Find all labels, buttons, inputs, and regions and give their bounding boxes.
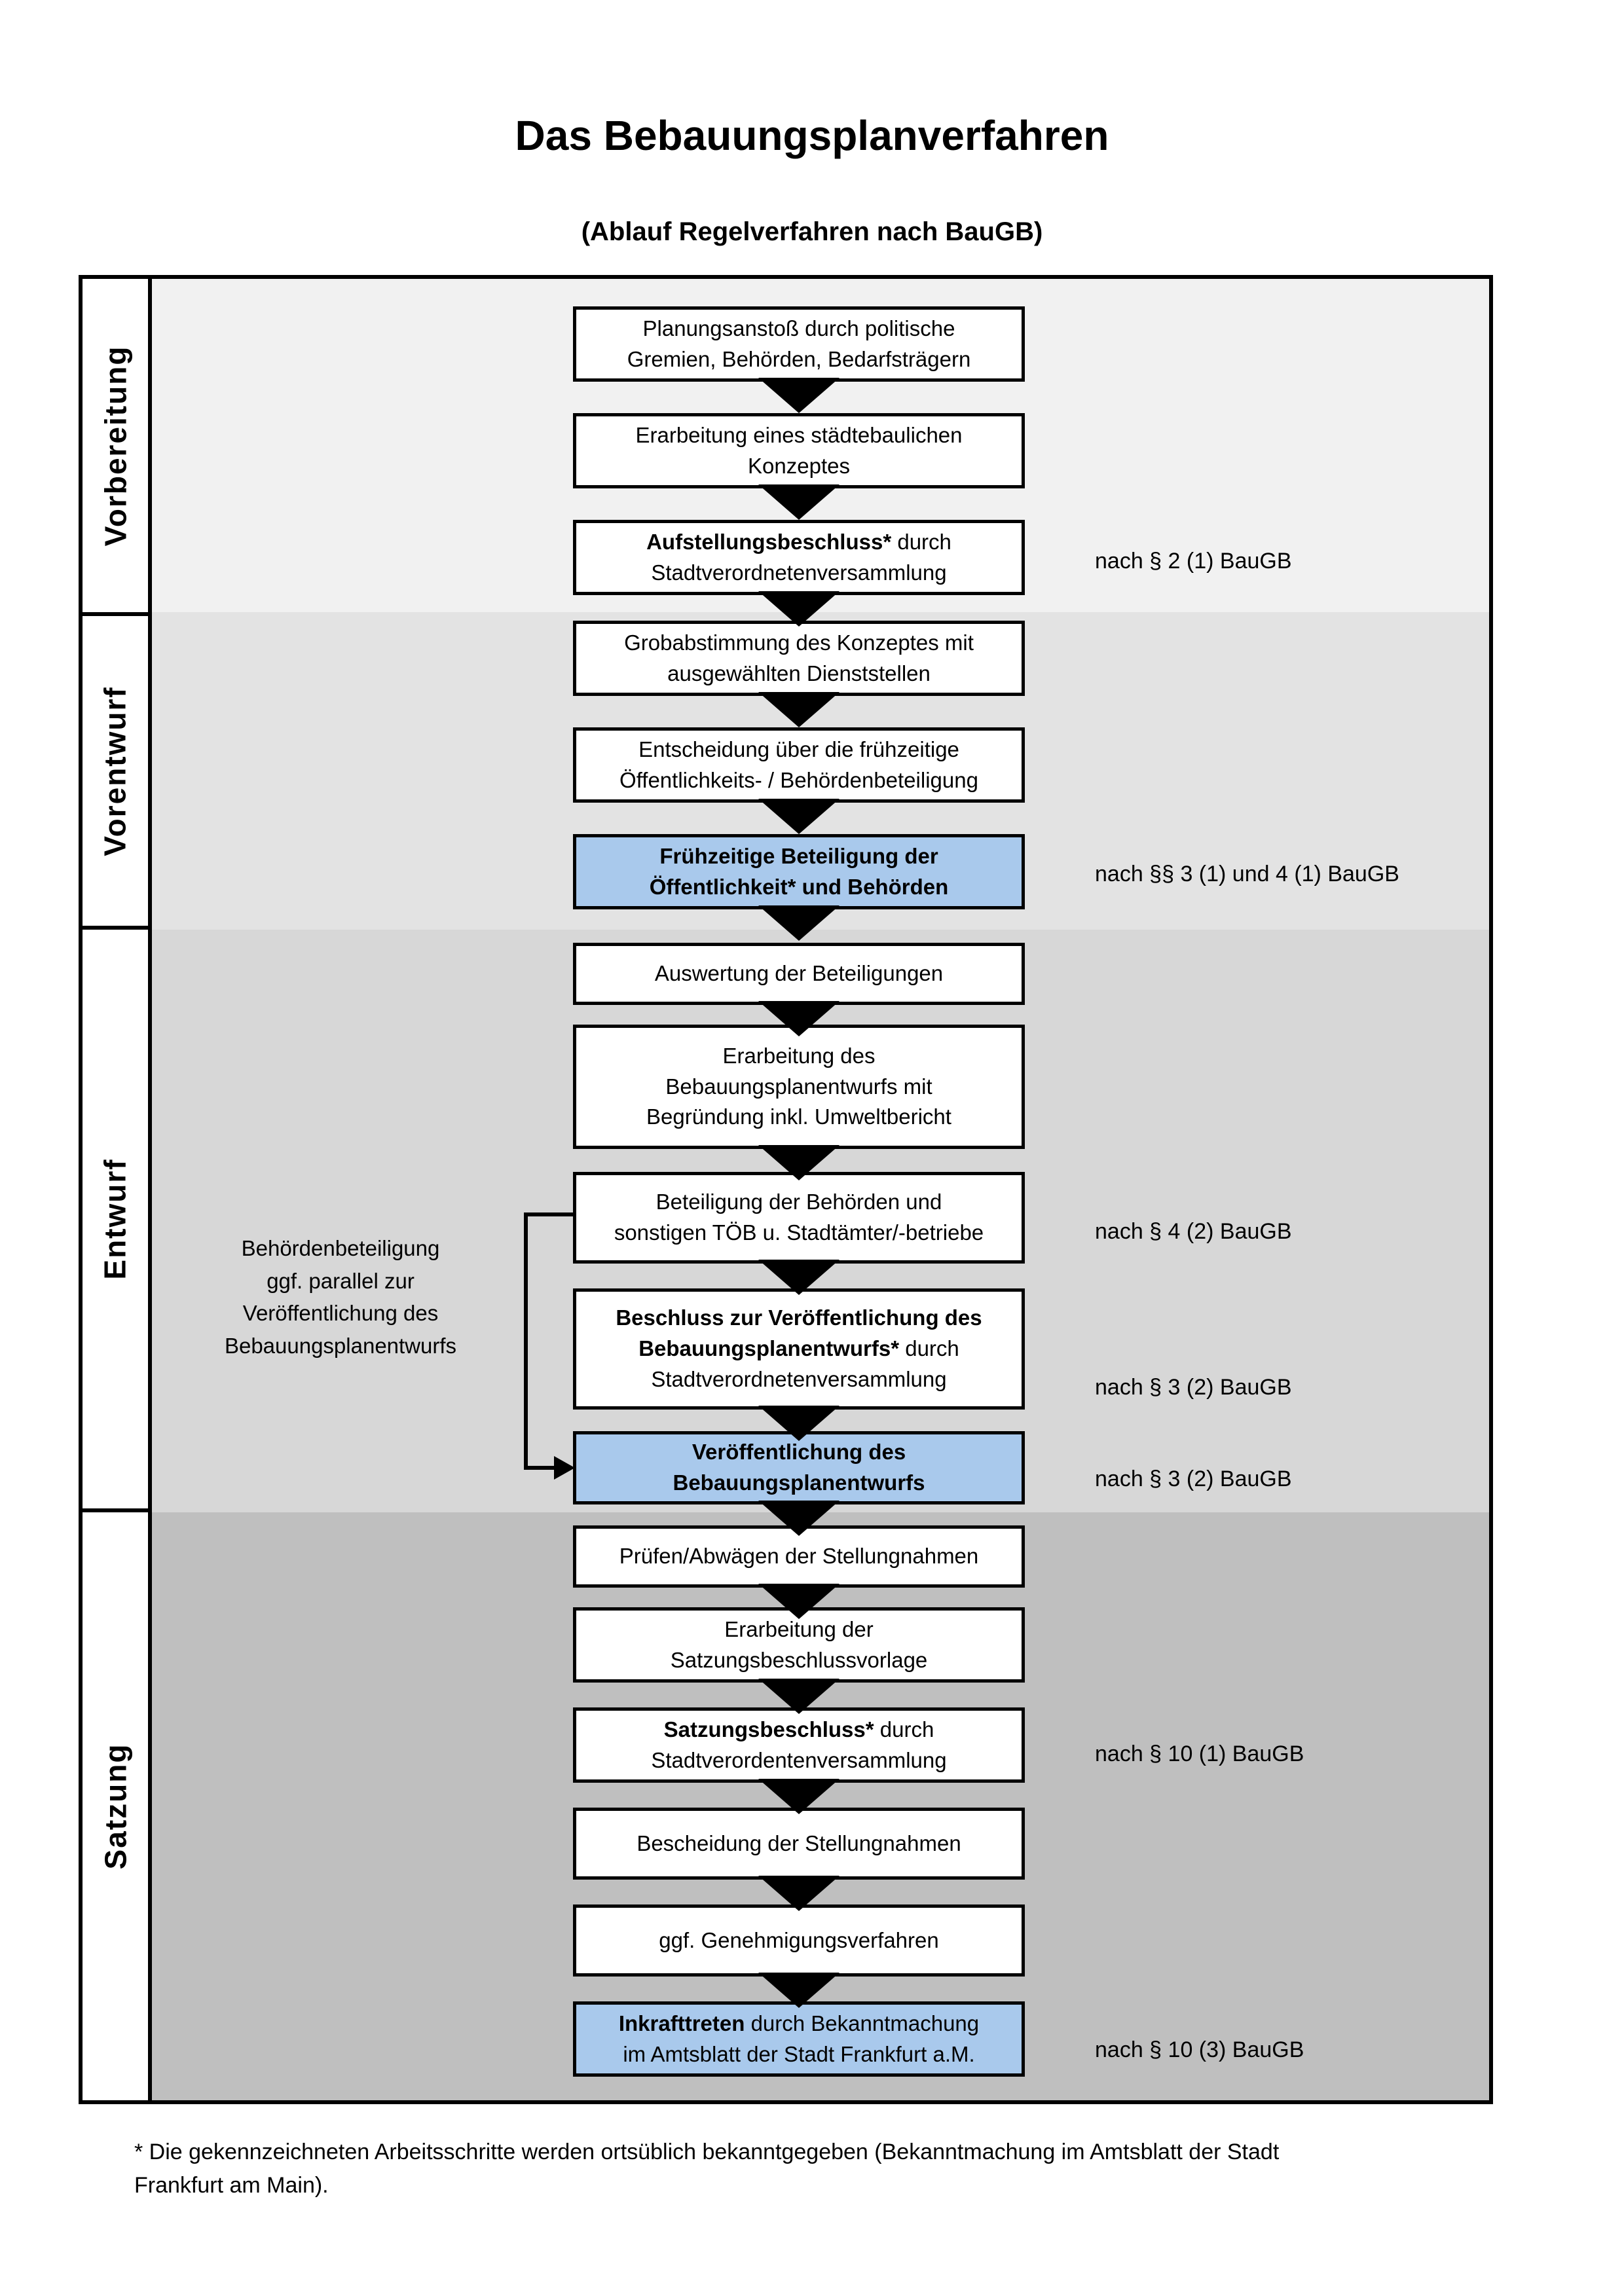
arrow-down-icon [758, 1779, 840, 1814]
bracket-line-top [524, 1212, 575, 1216]
arrow-down-icon [758, 1679, 840, 1714]
flow-box-inkrafttreten: Inkrafttreten durch Bekanntmachung im Am… [573, 2001, 1025, 2077]
flow-box-text: Entscheidung über die frühzeitige Öffent… [619, 737, 978, 792]
flow-box-text: Veröffentlichung des Bebauungsplanentwur… [673, 1440, 925, 1495]
flow-box-planungsanstoss: Planungsanstoß durch politische Gremien,… [573, 306, 1025, 382]
legal-ref-fruehzeitige-beteiligung: nach §§ 3 (1) und 4 (1) BauGB [1095, 862, 1399, 886]
flow-box-text: Erarbeitung des Bebauungsplanentwurfs mi… [646, 1043, 951, 1129]
arrow-down-icon [758, 1260, 840, 1295]
section-label-cell-vorentwurf: Vorentwurf [83, 616, 152, 930]
flow-box-veroeffentlichung: Veröffentlichung des Bebauungsplanentwur… [573, 1431, 1025, 1504]
section-label-entwurf: Entwurf [98, 1158, 133, 1280]
arrow-down-icon [758, 692, 840, 727]
legal-ref-aufstellungsbeschluss: nach § 2 (1) BauGB [1095, 549, 1292, 574]
arrow-down-icon [758, 905, 840, 941]
arrow-down-icon [758, 1876, 840, 1911]
arrow-down-icon [758, 1584, 840, 1619]
flow-box-entscheidung-beteiligung: Entscheidung über die frühzeitige Öffent… [573, 727, 1025, 803]
section-label-vorentwurf: Vorentwurf [98, 685, 132, 856]
flow-box-staedtebauliches-konzept: Erarbeitung eines städtebaulichen Konzep… [573, 413, 1025, 488]
flow-box-text: Auswertung der Beteiligungen [654, 961, 944, 986]
flow-box-text: Erarbeitung eines städtebaulichen Konzep… [635, 422, 963, 478]
flow-box-text: Beteiligung der Behörden und sonstigen T… [614, 1190, 984, 1245]
flow-box-bescheidung: Bescheidung der Stellungnahmen [573, 1808, 1025, 1880]
arrow-down-icon [758, 1001, 840, 1036]
bracket-line-vertical [524, 1212, 528, 1470]
flow-box-text: Beschluss zur Veröffentlichung des Bebau… [616, 1305, 982, 1391]
flow-box-text: Erarbeitung der Satzungsbeschlussvorlage [670, 1616, 928, 1672]
flow-box-beteiligung-behoerden: Beteiligung der Behörden und sonstigen T… [573, 1172, 1025, 1264]
arrow-down-icon [758, 591, 840, 627]
flow-box-aufstellungsbeschluss: Aufstellungsbeschluss* durch Stadtverord… [573, 520, 1025, 595]
flow-box-text: Inkrafttreten durch Bekanntmachung im Am… [618, 2011, 980, 2066]
legal-ref-beteiligung-behoerden: nach § 4 (2) BauGB [1095, 1219, 1292, 1244]
arrow-down-icon [758, 1501, 840, 1536]
flow-box-text: Frühzeitige Beteiligung der Öffentlichke… [649, 843, 949, 899]
flow-box-beschluss-veroeffentlichung: Beschluss zur Veröffentlichung des Bebau… [573, 1288, 1025, 1410]
side-note-behoerdenbeteiligung: Behördenbeteiligung ggf. parallel zur Ve… [224, 1236, 457, 1358]
flow-box-text: Grobabstimmung des Konzeptes mit ausgewä… [624, 630, 974, 685]
section-label-cell-satzung: Satzung [83, 1512, 152, 2100]
footnote: * Die gekennzeichneten Arbeitsschritte w… [134, 2140, 1280, 2198]
section-label-satzung: Satzung [98, 1743, 133, 1870]
legal-ref-veroeffentlichung: nach § 3 (2) BauGB [1095, 1467, 1292, 1491]
flow-box-text: Planungsanstoß durch politische Gremien,… [627, 316, 971, 371]
flow-box-text: Satzungsbeschluss* durch Stadtverordente… [651, 1717, 947, 1772]
flow-box-text: Bescheidung der Stellungnahmen [637, 1831, 961, 1855]
legal-ref-satzungsbeschluss: nach § 10 (1) BauGB [1095, 1741, 1304, 1766]
section-label-cell-vorbereitung: Vorbereitung [83, 279, 152, 616]
flow-box-text: Prüfen/Abwägen der Stellungnahmen [619, 1544, 979, 1569]
arrow-down-icon [758, 484, 840, 520]
arrow-down-icon [758, 1973, 840, 2008]
flow-box-erarbeitung-entwurf: Erarbeitung des Bebauungsplanentwurfs mi… [573, 1025, 1025, 1149]
arrow-down-icon [758, 799, 840, 834]
flow-box-fruehzeitige-beteiligung: Frühzeitige Beteiligung der Öffentlichke… [573, 834, 1025, 909]
flow-box-auswertung: Auswertung der Beteiligungen [573, 943, 1025, 1005]
page-title: Das Bebauungsplanverfahren [515, 112, 1109, 159]
arrow-down-icon [758, 1145, 840, 1180]
flow-box-text: Aufstellungsbeschluss* durch Stadtverord… [646, 529, 951, 585]
section-label-vorbereitung: Vorbereitung [98, 345, 133, 546]
bracket-arrow-right-icon [554, 1456, 575, 1480]
flow-box-text: ggf. Genehmigungsverfahren [659, 1927, 939, 1952]
legal-ref-inkrafttreten: nach § 10 (3) BauGB [1095, 2037, 1304, 2062]
flow-box-grobabstimmung: Grobabstimmung des Konzeptes mit ausgewä… [573, 621, 1025, 696]
arrow-down-icon [758, 378, 840, 413]
legal-ref-beschluss-veroeffentlichung: nach § 3 (2) BauGB [1095, 1375, 1292, 1400]
arrow-down-icon [758, 1406, 840, 1441]
page-subtitle: (Ablauf Regelverfahren nach BauGB) [581, 217, 1043, 246]
flow-box-genehmigungsverfahren: ggf. Genehmigungsverfahren [573, 1904, 1025, 1977]
section-label-cell-entwurf: Entwurf [83, 930, 152, 1512]
flow-box-satzungsbeschluss: Satzungsbeschluss* durch Stadtverordente… [573, 1707, 1025, 1783]
bracket-line-bottom [524, 1466, 557, 1470]
